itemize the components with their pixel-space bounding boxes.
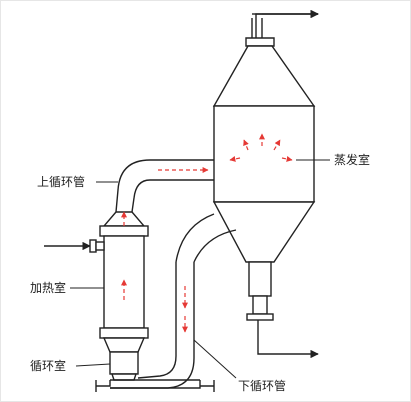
steam-inlet-nozzle	[95, 241, 105, 251]
flow-arrow-evap-left	[229, 155, 241, 162]
flow-arrows	[121, 133, 293, 333]
leader-lower-pipe	[193, 339, 237, 379]
leader-lines	[70, 159, 330, 379]
upper-circulation-pipe	[115, 159, 214, 213]
flow-arrow-evap-right	[281, 155, 293, 162]
vapor-outlet-pipe	[255, 9, 319, 38]
bottom-header-pipe	[110, 379, 201, 389]
flow-arrow-evap-up-right	[273, 139, 281, 151]
circulation-chamber	[95, 351, 215, 392]
vapor-outlet	[245, 9, 319, 47]
steam-inlet-flange	[89, 239, 97, 253]
label-evaporator: 蒸发室	[334, 152, 370, 167]
label-lower-pipe: 下循环管	[238, 378, 286, 393]
label-circulation: 循环室	[30, 358, 66, 373]
flow-arrow-evap-up-left	[243, 139, 249, 151]
evaporator-body	[212, 45, 316, 321]
label-upper-pipe: 上循环管	[37, 174, 85, 189]
label-heater: 加热室	[30, 280, 66, 295]
liquid-outlet-pipe	[257, 320, 319, 359]
leader-circulation	[75, 363, 111, 367]
